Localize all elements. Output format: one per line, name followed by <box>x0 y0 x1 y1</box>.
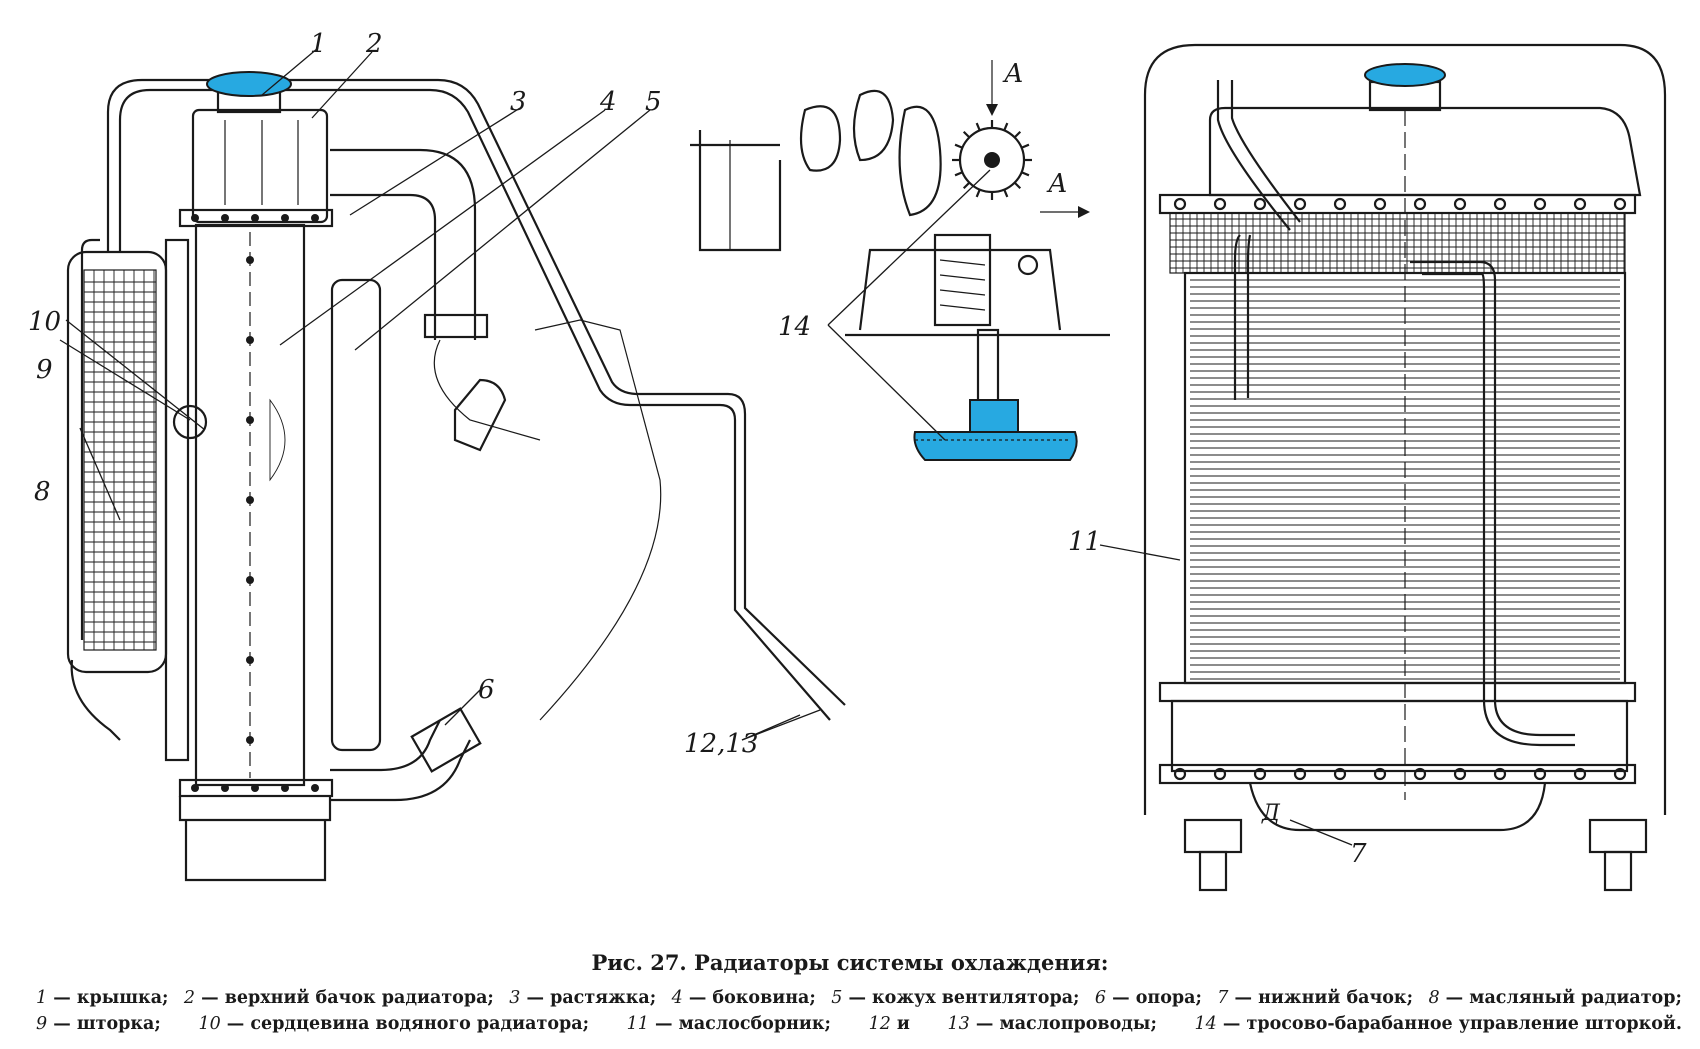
legend-number: 3 <box>509 988 521 1008</box>
callout-14: 14 <box>778 312 811 342</box>
legend-item-3: 3 — растяжка; <box>509 985 656 1011</box>
legend-number: 10 <box>198 1014 221 1034</box>
front-radiator-cap <box>1364 63 1446 87</box>
legend-item-10: 10 — сердцевина водяного радиатора; <box>198 1011 589 1037</box>
legend-text: — кожух вентилятора; <box>842 988 1080 1008</box>
cable-drum-detail <box>690 60 1110 461</box>
legend-item-9: 9 — шторка; <box>36 1011 161 1037</box>
legend-number: 2 <box>183 988 196 1008</box>
legend-text: — сердцевина водяного радиатора; <box>220 1014 590 1034</box>
view-arrow-label-a2: А <box>1046 169 1068 199</box>
legend-number: 12 <box>868 1014 891 1034</box>
engine-outline <box>433 319 662 721</box>
lower-flange <box>178 778 334 798</box>
callout-2: 2 <box>365 29 383 59</box>
legend-line-2: 9 — шторка; 10 — сердцевина водяного ради… <box>0 1011 1700 1037</box>
callout-8: 8 <box>34 477 51 507</box>
oil-pipe-left <box>118 88 831 721</box>
lower-support <box>330 719 471 802</box>
legend-line-1: 1 — крышка; 2 — верхний бачок радиатора; 3… <box>0 985 1700 1011</box>
legend-text: — растяжка; <box>520 988 657 1008</box>
legend-number: 8 <box>1428 988 1440 1008</box>
radiator-cap <box>206 71 292 97</box>
front-view <box>1143 43 1667 892</box>
legend-item-4: 4 — боковина; <box>672 985 816 1011</box>
front-mesh-lines <box>1170 213 1625 273</box>
callout-4: 4 <box>599 87 617 117</box>
legend-text: — опора; <box>1106 988 1202 1008</box>
oil-radiator-grid-lines <box>84 270 156 650</box>
legend-text: — тросово-барабанное управление шторкой. <box>1216 1014 1682 1034</box>
legend-text: — маслосборник; <box>648 1014 831 1034</box>
callout-7: 7 <box>1350 839 1367 869</box>
side-view <box>66 71 846 882</box>
callout-3: 3 <box>510 87 527 117</box>
front-upper-flange <box>1158 193 1637 215</box>
callout-11: 11 <box>1068 527 1101 557</box>
oil-pipe-return <box>80 238 100 640</box>
oil-collector-pipe <box>1233 234 1252 400</box>
legend-item-2: 2 — верхний бачок радиатора; <box>184 985 494 1011</box>
legend-number: 11 <box>626 1014 649 1034</box>
legend-item-1: 1 — крышка; <box>36 985 169 1011</box>
callout-5: 5 <box>645 87 662 117</box>
callout-labels: 1 2 3 4 5 6 7 8 9 10 11 12,13 14 А А Д <box>28 29 1367 869</box>
legend-number: 1 <box>36 988 48 1008</box>
legend-text: — нижний бачок; <box>1228 988 1414 1008</box>
legend-text: — шторка; <box>47 1014 161 1034</box>
legend-item-11: 11 — маслосборник; <box>627 1011 831 1037</box>
oil-radiator-grid <box>83 269 157 651</box>
hood-outline <box>1143 43 1667 815</box>
view-arrow-label-a1: А <box>1002 59 1024 89</box>
legend-item-12: 12 и <box>869 1011 910 1037</box>
lower-tank <box>178 796 332 882</box>
legend-item-6: 6 — опора; <box>1095 985 1202 1011</box>
legend-text: — маслопроводы; <box>969 1014 1157 1034</box>
legend-number: 7 <box>1217 988 1229 1008</box>
legend-item-13: 13 — маслопроводы; <box>948 1011 1157 1037</box>
shutter-drum-hub <box>969 399 1019 433</box>
legend-item-8: 8 — масляный радиатор; <box>1428 985 1681 1011</box>
caption-title: Рис. 27. Радиаторы системы охлаждения: <box>591 950 1109 975</box>
legend-number: 5 <box>831 988 843 1008</box>
legend-text: и <box>890 1014 910 1034</box>
core-bolts <box>191 214 319 792</box>
leader-lines <box>59 47 1353 846</box>
legend-text: — верхний бачок радиатора; <box>195 988 494 1008</box>
callout-10: 10 <box>28 307 61 337</box>
front-lower-tank <box>1170 699 1629 773</box>
radiator-technical-drawing: 1 2 3 4 5 6 7 8 9 10 11 12,13 14 А А Д <box>28 29 1667 892</box>
oil-pipe-return-2 <box>70 659 121 741</box>
view-marker-d: Д <box>1261 801 1281 826</box>
support-6 <box>410 707 482 773</box>
shutter-drum-wheel <box>913 431 1078 461</box>
legend-text: — масляный радиатор; <box>1439 988 1682 1008</box>
fan-shroud <box>330 278 382 752</box>
callout-12-13: 12,13 <box>684 729 758 759</box>
figure-caption: Рис. 27. Радиаторы системы охлаждения: 1… <box>0 950 1700 1037</box>
legend-text: — крышка; <box>47 988 169 1008</box>
legend-number: 4 <box>671 988 683 1008</box>
legend-number: 6 <box>1094 988 1107 1008</box>
drum-gear-teeth <box>952 120 1032 200</box>
legend-item-14: 14 — тросово-барабанное управление шторк… <box>1195 1011 1682 1037</box>
side-panel <box>164 238 190 762</box>
upper-flange <box>178 208 334 228</box>
legend-number: 13 <box>947 1014 970 1034</box>
front-upper-tank <box>1208 106 1642 197</box>
shutter-pivot <box>172 404 208 440</box>
legend-number: 9 <box>36 1014 48 1034</box>
callout-6: 6 <box>478 675 495 705</box>
legend-number: 14 <box>1194 1014 1217 1034</box>
upper-tank <box>191 108 329 224</box>
legend-text: — боковина; <box>682 988 816 1008</box>
front-flange-bolts <box>1173 197 1627 781</box>
legend-item-5: 5 — кожух вентилятора; <box>831 985 1079 1011</box>
legend-item-7: 7 — нижний бачок; <box>1217 985 1413 1011</box>
callout-1: 1 <box>310 29 327 59</box>
oil-pipe-left-inner <box>106 78 846 706</box>
front-mesh <box>1169 212 1626 274</box>
callout-9: 9 <box>36 355 53 385</box>
